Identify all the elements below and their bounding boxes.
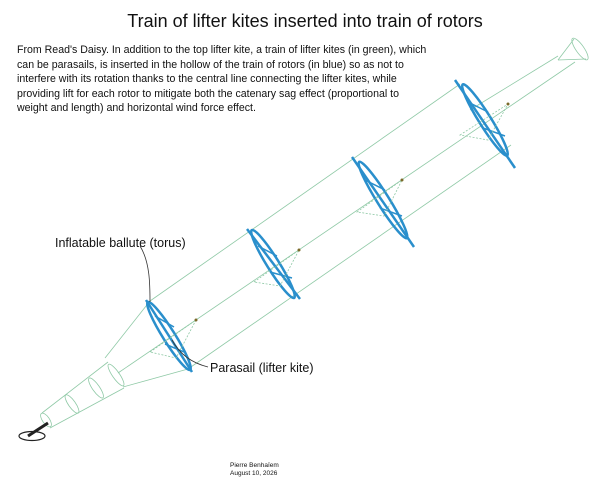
ground-tube <box>40 361 125 429</box>
upper-tether-line <box>149 83 461 302</box>
parasail-kite <box>355 179 403 217</box>
ballute-torus <box>357 160 409 240</box>
parasail-kite <box>458 103 509 141</box>
rotor-blade <box>144 299 194 373</box>
ballute-torus <box>145 300 193 372</box>
central-line <box>117 61 576 374</box>
tube-ring <box>64 394 80 414</box>
funnel-line-top <box>104 300 151 359</box>
author-name: Pierre Benhaïem <box>230 462 279 469</box>
tube-edge-top <box>41 361 109 414</box>
rotor-cross-blade <box>269 271 293 279</box>
rotor-1 <box>144 299 198 373</box>
funnel-line-bottom <box>122 368 189 388</box>
rotor-cross-blade <box>164 343 185 353</box>
ground-station <box>18 421 49 442</box>
page-title: Train of lifter kites inserted into trai… <box>127 11 483 31</box>
rotor-4 <box>453 79 517 169</box>
author-date: August 10, 2026 <box>230 470 278 477</box>
kite-node <box>400 178 404 182</box>
top-kite-edge <box>557 58 587 61</box>
ground-station-base <box>18 430 46 442</box>
kite-node <box>506 102 510 106</box>
tube-edge-bottom <box>49 387 125 429</box>
ballute-torus <box>460 82 510 158</box>
rotor-cross-blade <box>364 179 386 191</box>
rotor-3 <box>350 156 416 248</box>
rotor-train <box>144 79 517 373</box>
parasail-kite <box>149 319 197 359</box>
parasail-label: Parasail (lifter kite) <box>210 361 314 375</box>
kite-node <box>194 318 198 322</box>
ground-station-arm <box>27 421 49 438</box>
ballute-label: Inflatable ballute (torus) <box>55 236 186 250</box>
rotor-cross-blade <box>379 207 403 217</box>
top-kite-line <box>469 55 559 111</box>
top-kite-mouth <box>571 37 589 61</box>
rotor-cross-blade <box>482 127 506 137</box>
tube-ring <box>107 363 125 387</box>
ballute-torus <box>249 228 297 300</box>
top-kite-edge <box>557 38 575 61</box>
rotor-cross-blade <box>257 245 278 257</box>
rotor-cross-blade <box>154 315 175 328</box>
tube-ring <box>88 377 104 399</box>
author-credit: Pierre Benhaïem August 10, 2026 <box>230 462 279 478</box>
description-text: From Read's Daisy. In addition to the to… <box>17 44 427 115</box>
lower-tether-line <box>187 144 512 370</box>
top-lifter-kite <box>557 37 589 61</box>
rotor-2 <box>246 228 301 300</box>
rotor-cross-blade <box>467 101 489 113</box>
tube-ring <box>40 412 52 428</box>
kite-node <box>297 248 301 252</box>
parasail-kite <box>252 249 300 287</box>
parasail-pointer-line <box>171 339 209 368</box>
ballute-pointer-line <box>139 245 151 303</box>
